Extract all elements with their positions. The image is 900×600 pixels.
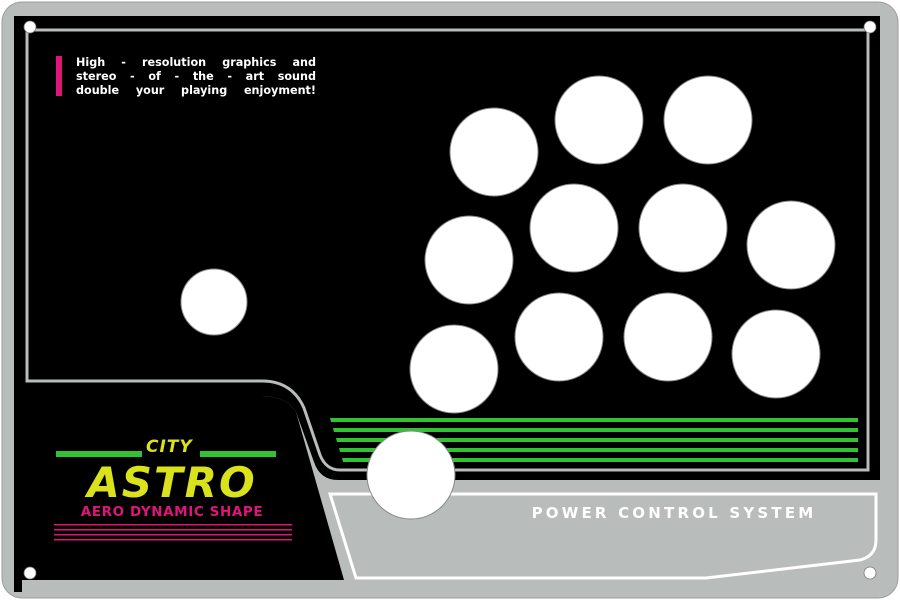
green-stripe xyxy=(330,418,858,422)
green-stripe xyxy=(336,438,858,442)
mount-hole-icon xyxy=(23,20,37,34)
action-button[interactable] xyxy=(514,292,604,382)
logo-magenta-lines xyxy=(54,524,292,541)
action-button[interactable] xyxy=(554,75,644,165)
magenta-line xyxy=(54,539,292,541)
green-stripes xyxy=(330,418,858,462)
power-control-label: POWER CONTROL SYSTEM xyxy=(531,504,817,522)
logo-green-bar-right xyxy=(200,451,276,457)
logo-subtitle: AERO DYNAMIC SHAPE xyxy=(80,504,264,520)
control-plate xyxy=(328,480,880,580)
green-stripe xyxy=(339,448,858,452)
control-plate-outline xyxy=(327,492,878,580)
magenta-line xyxy=(54,524,292,526)
tagline-line: stereo - of - the - art sound xyxy=(76,70,316,83)
green-stripe xyxy=(333,428,858,432)
tagline-line: double your playing enjoyment! xyxy=(76,84,316,97)
magenta-line xyxy=(54,534,292,536)
play-area-outline xyxy=(25,28,870,472)
tagline-accent-bar xyxy=(56,56,62,96)
logo-green-bar-left xyxy=(56,451,142,457)
mount-hole-icon xyxy=(23,566,37,580)
action-button[interactable] xyxy=(731,309,821,399)
tagline-line: High - resolution graphics and xyxy=(76,56,316,69)
action-button[interactable] xyxy=(746,200,836,290)
action-button[interactable] xyxy=(623,292,713,382)
action-button[interactable] xyxy=(424,215,514,305)
mount-hole-icon xyxy=(863,566,877,580)
joystick-hole[interactable] xyxy=(180,268,248,336)
tagline-text: High - resolution graphics and stereo - … xyxy=(76,56,316,98)
action-button[interactable] xyxy=(449,107,539,197)
start-button[interactable] xyxy=(366,430,456,520)
action-button[interactable] xyxy=(529,183,619,273)
action-button[interactable] xyxy=(409,324,499,414)
logo-astro: ASTRO xyxy=(87,458,257,507)
action-button[interactable] xyxy=(638,183,728,273)
logo-city: CITY xyxy=(146,437,193,457)
mount-hole-icon xyxy=(863,20,877,34)
magenta-line xyxy=(54,529,292,531)
green-stripe xyxy=(342,458,858,462)
action-button[interactable] xyxy=(663,75,753,165)
